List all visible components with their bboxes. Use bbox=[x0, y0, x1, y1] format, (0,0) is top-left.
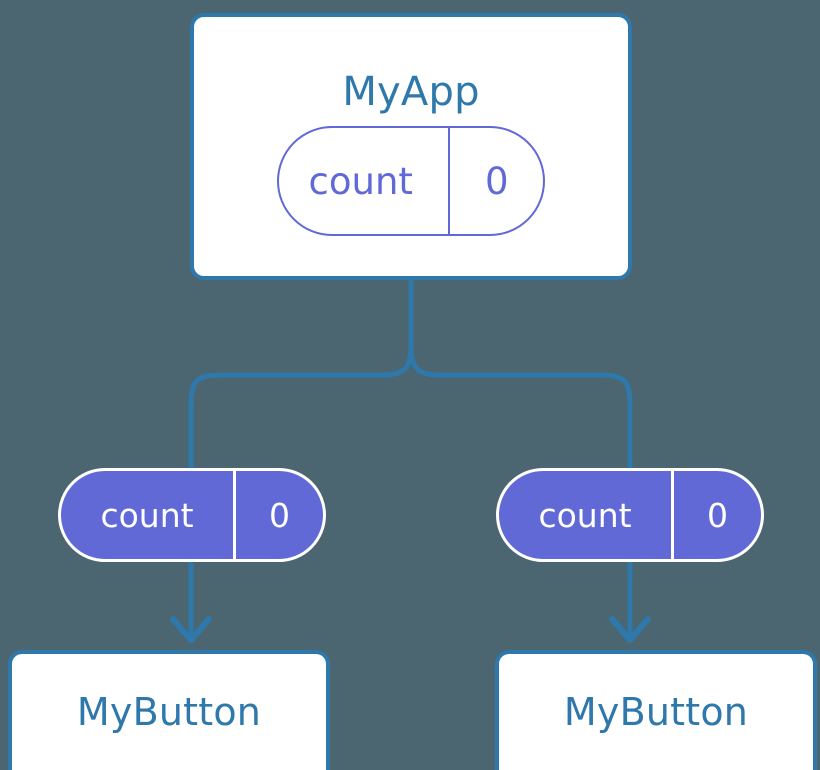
state-pill-myapp[interactable]: count 0 bbox=[277, 126, 545, 236]
state-pill-right-value: 0 bbox=[671, 471, 761, 559]
component-myapp-title: MyApp bbox=[342, 69, 480, 115]
component-mybutton-right-title: MyButton bbox=[563, 690, 749, 734]
edge-fork-left bbox=[188, 344, 414, 470]
state-pill-left-value: 0 bbox=[233, 471, 323, 559]
state-pill-myapp-key: count bbox=[308, 159, 413, 203]
edge-arrow-left-head bbox=[170, 616, 212, 643]
component-mybutton-right[interactable]: MyButton bbox=[495, 650, 817, 770]
edge-arrow-right-head bbox=[609, 616, 651, 643]
state-pill-left-key: count bbox=[100, 495, 194, 535]
component-mybutton-left[interactable]: MyButton bbox=[8, 650, 330, 770]
state-pill-right-key: count bbox=[538, 495, 632, 535]
edge-fork-right bbox=[408, 344, 633, 470]
state-pill-left[interactable]: count 0 bbox=[58, 468, 326, 562]
state-pill-right[interactable]: count 0 bbox=[496, 468, 764, 562]
component-mybutton-left-title: MyButton bbox=[76, 690, 262, 734]
state-pill-myapp-value: 0 bbox=[448, 128, 543, 234]
